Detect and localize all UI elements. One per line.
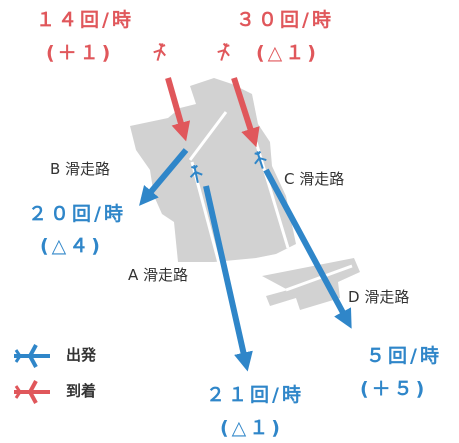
arrival-right-change: (△１) [256, 42, 319, 64]
departure-path-a [203, 185, 253, 372]
departure-legend-icon [14, 344, 50, 368]
departure-b-rate: ２０回/時 [28, 203, 126, 225]
arrival-right-rate: ３０回/時 [236, 9, 334, 31]
airplane-icon [189, 164, 203, 184]
legend-departure-label: 出発 [66, 346, 97, 364]
runway-a [190, 161, 234, 313]
arrival-left-change: (＋１) [46, 42, 114, 64]
arrival-path-right [231, 77, 260, 148]
airplane-icon [217, 42, 230, 61]
runway-d-label: D 滑走路 [348, 288, 410, 306]
airport-area [130, 78, 296, 262]
arrival-left-rate: １４回/時 [36, 9, 134, 31]
departure-path-c [263, 168, 352, 329]
airplane-icon [254, 150, 267, 169]
departure-path-b [139, 148, 189, 206]
runway-b [188, 111, 228, 161]
arrival-path-left [165, 77, 191, 142]
departure-c-rate: ５回/時 [366, 345, 442, 367]
runway-d [285, 264, 353, 292]
departure-a-rate: ２１回/時 [206, 384, 304, 406]
departure-b-change: (△４) [40, 235, 103, 257]
d-runway-island [262, 258, 360, 310]
arrival-legend-icon [14, 380, 50, 404]
runway-b-label: B 滑走路 [50, 160, 111, 178]
departure-c-change: (＋５) [360, 378, 428, 400]
legend-arrival-label: 到着 [66, 382, 97, 400]
runway-c-label: C 滑走路 [284, 170, 345, 188]
runway-a-label: A 滑走路 [128, 266, 189, 284]
departure-a-change: (△１) [220, 417, 283, 439]
airplane-icon [153, 42, 166, 61]
